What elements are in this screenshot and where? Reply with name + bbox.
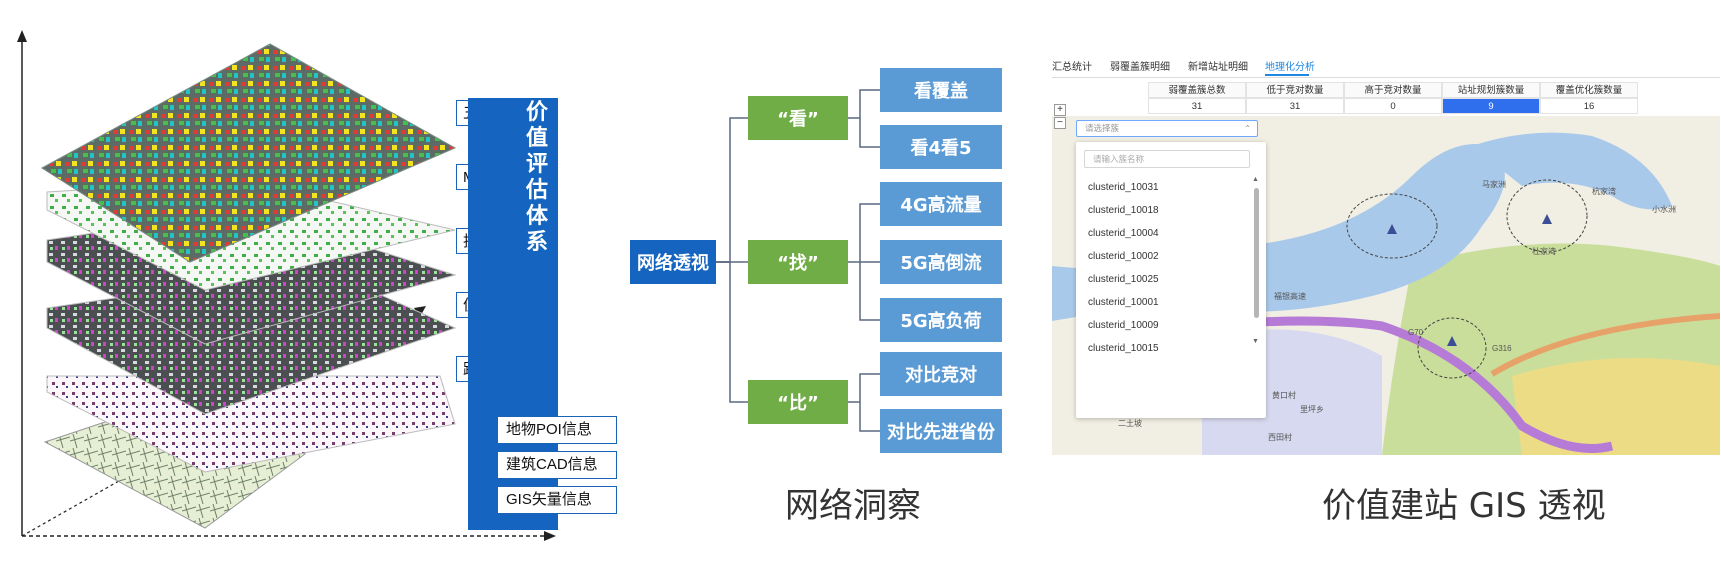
connector-bi-2 [859, 402, 880, 432]
zoom-out-button[interactable]: − [1054, 117, 1066, 129]
th-coverage-opt: 覆盖优化簇数量 [1540, 82, 1638, 98]
dropdown-item[interactable]: clusterid_10002 [1088, 251, 1159, 262]
active-tab-indicator [1265, 74, 1309, 76]
map-national-road [1490, 313, 1720, 377]
info-box-gis: GIS矢量信息 [497, 486, 617, 514]
connector-zhao-3 [859, 262, 880, 321]
insight-tree-panel: 网络透视 “看” “找” “比” 看覆盖 看4看5 4G高流量 5G高倒流 5G… [630, 0, 1050, 573]
map-label-hangjiawan: 杭家湾 [1592, 187, 1616, 196]
map-label-huangkoucun: 黄口村 [1272, 391, 1296, 400]
th-above-comp: 高于竞对数量 [1344, 82, 1442, 98]
branch-zhao: “找” [748, 240, 848, 284]
layers-panel: 五高 MR 投诉 仿真 路测 价值评估体系 地物POI信息 建筑CAD信息 GI… [0, 0, 640, 573]
dropdown-item[interactable]: clusterid_10031 [1088, 182, 1159, 193]
tree-connectors [716, 89, 880, 432]
cluster-select[interactable]: 请选择簇 ⌃ [1076, 120, 1258, 137]
leaf-bi-province: 对比先进省份 [880, 409, 1002, 453]
depth-axis-arrow [414, 306, 426, 317]
leaf-zhao-4g-traffic: 4G高流量 [880, 182, 1002, 226]
info-box-poi: 地物POI信息 [497, 416, 617, 444]
map-label-fuyin-expressway: 福银高速 [1274, 292, 1306, 301]
cluster-search-input[interactable]: 请输入簇名称 [1084, 150, 1250, 168]
top-layer-map [41, 43, 457, 263]
map-label-xiaoshuizhou: 小水洲 [1652, 205, 1676, 214]
th-below-comp: 低于竞对数量 [1246, 82, 1344, 98]
dropdown-item[interactable]: clusterid_10018 [1088, 205, 1159, 216]
tab-geo-analysis[interactable]: 地理化分析 [1265, 62, 1315, 73]
cluster-dropdown: 请输入簇名称 clusterid_10031 clusterid_10018 c… [1076, 142, 1266, 418]
leaf-kan-4g5g: 看4看5 [880, 125, 1002, 169]
leaf-bi-competitor: 对比竞对 [880, 352, 1002, 396]
td-weak-total: 31 [1148, 98, 1246, 114]
chevron-up-icon: ⌃ [1244, 124, 1251, 133]
th-weak-total: 弱覆盖簇总数 [1148, 82, 1246, 98]
leaf-kan-coverage: 看覆盖 [880, 68, 1002, 112]
map-highway [1201, 316, 1614, 453]
site-triangle-2 [1542, 214, 1552, 224]
pillar-title: 价值评估体系 [525, 100, 548, 255]
cluster-select-placeholder: 请选择簇 [1085, 123, 1120, 133]
map-label-majiazhou: 马家洲 [1482, 180, 1506, 189]
map-river-branch [1472, 132, 1672, 210]
x-axis-arrow [544, 531, 556, 541]
tab-weak-cluster[interactable]: 弱覆盖簇明细 [1110, 62, 1170, 73]
site-triangle-3 [1447, 336, 1457, 346]
site-triangle-1 [1387, 224, 1397, 234]
map-label-xitiancun: 西田村 [1268, 433, 1292, 442]
connector-bi-1 [848, 373, 880, 403]
dropdown-scrollbar[interactable] [1254, 188, 1259, 318]
tree-caption: 网络洞察 [785, 486, 921, 526]
y-axis-arrow [17, 30, 27, 42]
map-cluster-boundary-1 [1346, 193, 1438, 259]
connector-zhao-1 [848, 203, 880, 263]
tree-root: 网络透视 [630, 240, 716, 284]
td-site-plan[interactable]: 9 [1442, 98, 1540, 114]
map-label-lipingxiang: 里坪乡 [1300, 405, 1324, 414]
layer-stack-illustration [17, 30, 556, 541]
map-label-ertupo: 二土坡 [1118, 419, 1142, 428]
td-coverage-opt: 16 [1540, 98, 1638, 114]
map-label-dujiawan: 杜家湾 [1532, 247, 1556, 256]
td-below-comp: 31 [1246, 98, 1344, 114]
map-cluster-boundary-2 [1506, 179, 1588, 253]
connector-kan-1 [848, 89, 880, 119]
zoom-in-button[interactable]: + [1054, 104, 1066, 116]
tab-new-sites[interactable]: 新增站址明细 [1188, 62, 1248, 73]
dropdown-item[interactable]: clusterid_10001 [1088, 297, 1159, 308]
connector-kan-2 [859, 118, 880, 148]
branch-kan: “看” [748, 96, 848, 140]
map-yellow-zone [1512, 358, 1720, 455]
gis-caption: 价值建站 GIS 透视 [1322, 486, 1606, 526]
cad-layer [46, 375, 456, 473]
gis-panel: 汇总统计 弱覆盖簇明细 新增站址明细 地理化分析 弱覆盖簇总数 低于竞对数量 高… [1052, 50, 1720, 455]
dropdown-item[interactable]: clusterid_10015 [1088, 343, 1159, 354]
map-cluster-boundary-3 [1417, 317, 1487, 379]
tab-divider [1052, 77, 1720, 78]
th-site-plan: 站址规划簇数量 [1442, 82, 1540, 98]
td-above-comp: 0 [1344, 98, 1442, 114]
map-label-g316: G316 [1492, 344, 1512, 353]
scroll-up-icon[interactable]: ▲ [1252, 176, 1259, 183]
dropdown-item[interactable]: clusterid_10004 [1088, 228, 1159, 239]
leaf-zhao-5g-load: 5G高负荷 [880, 298, 1002, 342]
leaf-zhao-5g-fallback: 5G高倒流 [880, 240, 1002, 284]
tab-summary[interactable]: 汇总统计 [1052, 62, 1092, 73]
dropdown-item[interactable]: clusterid_10025 [1088, 274, 1159, 285]
scroll-down-icon[interactable]: ▼ [1252, 338, 1259, 345]
branch-bi: “比” [748, 380, 848, 424]
connector-root-kan [716, 117, 748, 263]
info-box-cad: 建筑CAD信息 [497, 451, 617, 479]
map-label-g70: G70 [1408, 328, 1424, 337]
dropdown-item[interactable]: clusterid_10009 [1088, 320, 1159, 331]
connector-root-bi [716, 261, 748, 403]
